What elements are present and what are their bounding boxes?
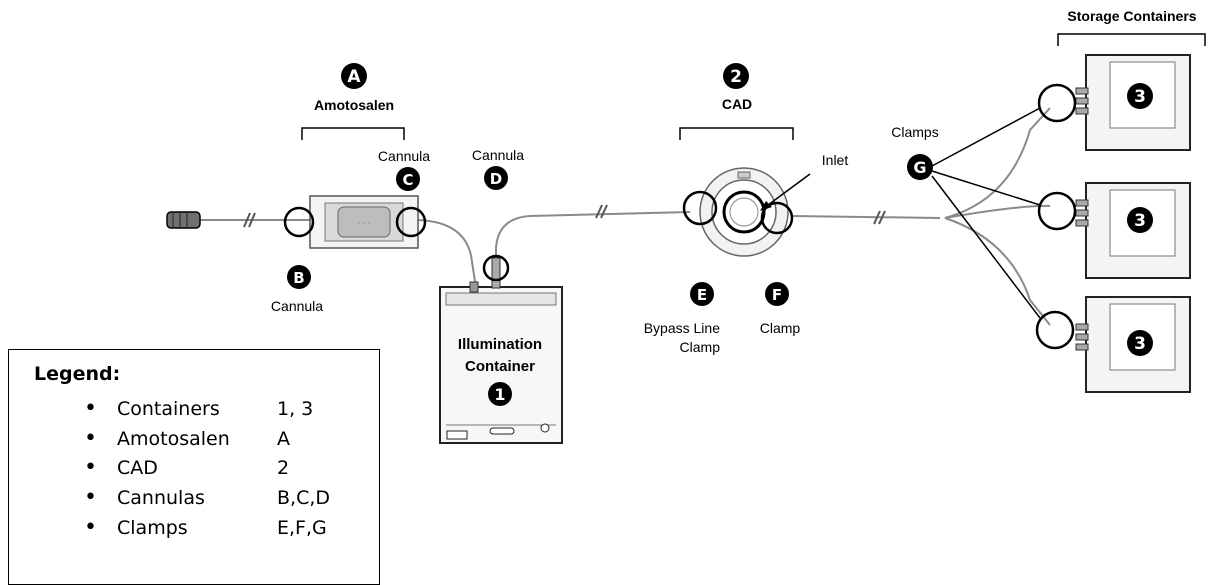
- legend-item-value: A: [277, 428, 290, 450]
- tube-to-storage-top: [944, 107, 1051, 219]
- illumination-kit-diagram: · · ·: [166, 8, 1206, 444]
- svg-text:3: 3: [1134, 87, 1146, 107]
- amotosalen-label: Amotosalen: [314, 97, 394, 113]
- legend-item-name: Amotosalen: [117, 428, 230, 450]
- badge-d: D: [484, 166, 508, 190]
- illumination-to-cad-tube: [495, 211, 691, 288]
- tube-to-storage-middle: [944, 204, 1051, 219]
- legend-item-value: 1, 3: [277, 398, 314, 420]
- callout-e: [682, 190, 718, 226]
- badge-one: 1: [488, 382, 512, 406]
- cannula-c-label: Cannula: [378, 148, 430, 164]
- cad-device: [699, 167, 789, 257]
- legend-item-name: Cannulas: [117, 487, 205, 509]
- svg-text:3: 3: [1134, 334, 1146, 354]
- svg-text:2: 2: [730, 67, 742, 87]
- inlet-spike: [166, 211, 201, 229]
- inlet-arrow: [760, 173, 811, 211]
- legend-item-name: Clamps: [117, 517, 188, 539]
- bypass-clamp-label: Clamp: [680, 339, 721, 355]
- badge-e: E: [690, 282, 714, 306]
- cad-to-storage-tube: [791, 215, 941, 219]
- callout-d: [482, 254, 510, 282]
- callout-b: [283, 206, 315, 238]
- badge-three-middle: 3: [1127, 207, 1153, 233]
- svg-text:F: F: [772, 286, 782, 304]
- bullet-icon: •: [84, 396, 97, 421]
- svg-text:1: 1: [494, 385, 505, 404]
- callout-c: [395, 206, 427, 238]
- cannula-b-label: Cannula: [271, 298, 323, 314]
- legend-box: Legend: • Containers 1, 3 • Amotosalen A…: [8, 349, 380, 585]
- svg-text:G: G: [913, 158, 926, 177]
- bullet-icon: •: [84, 515, 97, 540]
- inlet-label: Inlet: [822, 152, 849, 168]
- cad-label: CAD: [722, 96, 752, 112]
- legend-item-name: Containers: [117, 398, 220, 420]
- illumination-container: [439, 286, 563, 444]
- tube-to-storage-bottom: [944, 217, 1051, 326]
- storage-containers-label: Storage Containers: [1067, 8, 1196, 24]
- badge-three-top: 3: [1127, 83, 1153, 109]
- clamp-f-label: Clamp: [760, 320, 801, 336]
- badge-c: C: [396, 167, 420, 191]
- svg-text:D: D: [490, 170, 502, 188]
- badge-g: G: [907, 154, 933, 180]
- callout-g-top: [1037, 83, 1077, 123]
- amotosalen-device: · · ·: [309, 195, 419, 249]
- svg-text:A: A: [347, 67, 361, 87]
- svg-text:3: 3: [1134, 211, 1146, 231]
- badge-b: B: [287, 265, 311, 289]
- legend-item-value: E,F,G: [277, 517, 327, 539]
- legend-item-name: CAD: [117, 457, 158, 479]
- callout-f: [760, 201, 794, 235]
- bullet-icon: •: [84, 455, 97, 480]
- callout-g-middle: [1037, 191, 1077, 231]
- amotosalen-bracket: [301, 127, 405, 140]
- svg-text:· · ·: · · ·: [358, 219, 371, 228]
- legend-item-value: B,C,D: [277, 487, 331, 509]
- amotosalen-to-illumination-tube: [417, 219, 477, 289]
- legend-item-value: 2: [277, 457, 290, 479]
- legend-title: Legend:: [34, 363, 121, 385]
- bypass-line-label: Bypass Line: [644, 320, 720, 336]
- callouts: [283, 83, 1077, 350]
- svg-text:E: E: [697, 286, 707, 304]
- storage-bracket: [1057, 33, 1206, 46]
- clamps-label: Clamps: [891, 124, 938, 140]
- cad-bracket: [679, 127, 794, 140]
- svg-text:B: B: [293, 269, 304, 287]
- cannula-d-label: Cannula: [472, 147, 524, 163]
- badge-two: 2: [723, 63, 749, 89]
- clamp-g-pointers: [931, 107, 1041, 319]
- badge-f: F: [765, 282, 789, 306]
- badge-three-bottom: 3: [1127, 330, 1153, 356]
- illumination-label-line2: Container: [465, 358, 535, 375]
- svg-text:C: C: [402, 171, 413, 189]
- bullet-icon: •: [84, 485, 97, 510]
- bullet-icon: •: [84, 426, 97, 451]
- illumination-label-line1: Illumination: [458, 336, 542, 353]
- badge-a: A: [341, 63, 367, 89]
- callout-g-bottom: [1035, 310, 1075, 350]
